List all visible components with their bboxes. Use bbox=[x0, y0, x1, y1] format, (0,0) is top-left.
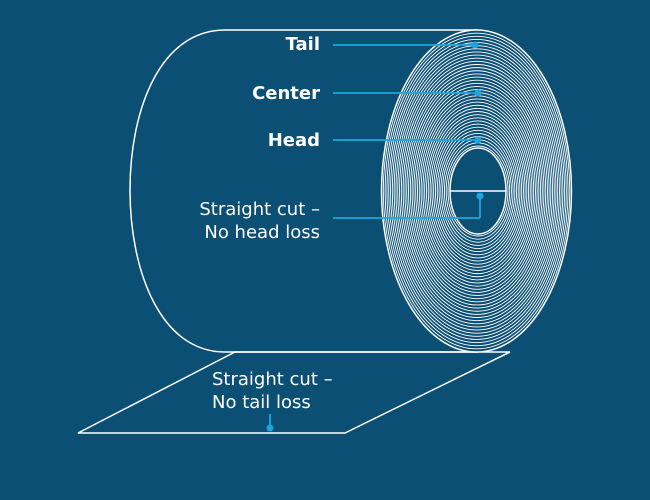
roll-layer bbox=[413, 85, 542, 297]
roll-layer bbox=[404, 70, 550, 312]
label-straight-cut-head-line1: Straight cut – bbox=[199, 199, 320, 220]
label-straight-cut-tail: Straight cut – No tail loss bbox=[212, 368, 333, 414]
callout-tail-dot bbox=[471, 41, 479, 49]
label-straight-cut-head: Straight cut – No head loss bbox=[199, 198, 320, 244]
roll-layer bbox=[408, 76, 547, 306]
roll-layer bbox=[440, 133, 516, 249]
callouts bbox=[269, 44, 481, 428]
label-tail: Tail bbox=[285, 34, 320, 55]
roll-body-outline bbox=[129, 29, 478, 353]
roll-layer bbox=[402, 67, 552, 315]
callout-straight-tail-dot bbox=[266, 424, 274, 432]
roll-layer bbox=[397, 57, 557, 325]
roll-layer bbox=[393, 51, 560, 331]
roll-layer bbox=[447, 145, 509, 237]
roll-layer bbox=[400, 64, 554, 318]
roll-layer bbox=[391, 48, 562, 334]
roll-layer bbox=[424, 104, 531, 278]
label-straight-cut-tail-line2: No tail loss bbox=[212, 392, 311, 413]
roll-layer bbox=[434, 123, 521, 259]
label-straight-cut-head-line2: No head loss bbox=[204, 222, 320, 243]
roll-layer bbox=[384, 35, 569, 347]
roll-layer bbox=[411, 82, 543, 300]
callout-head-dot bbox=[474, 136, 482, 144]
callout-center-dot bbox=[474, 89, 482, 97]
roll-layer bbox=[399, 60, 555, 322]
roll-layer bbox=[409, 79, 545, 303]
roll-layer bbox=[420, 98, 535, 284]
roll-layer bbox=[406, 73, 548, 309]
roll-layer bbox=[436, 126, 519, 256]
roll-layer bbox=[431, 117, 524, 265]
callout-straight-head-dot bbox=[476, 192, 484, 200]
label-center: Center bbox=[252, 83, 320, 104]
roll-layer bbox=[422, 101, 533, 281]
roll-layer bbox=[438, 129, 518, 253]
roll-layer bbox=[395, 54, 559, 328]
roll-layer bbox=[427, 111, 528, 271]
roll-layer bbox=[386, 38, 567, 344]
roll-layer bbox=[429, 114, 526, 268]
roll-layer bbox=[433, 120, 523, 262]
label-head: Head bbox=[267, 130, 320, 151]
callout-dots bbox=[266, 41, 484, 432]
roll-layer bbox=[415, 89, 540, 293]
roll-layer bbox=[382, 32, 571, 350]
label-straight-cut-tail-line1: Straight cut – bbox=[212, 369, 333, 390]
roll-layer bbox=[425, 107, 530, 275]
